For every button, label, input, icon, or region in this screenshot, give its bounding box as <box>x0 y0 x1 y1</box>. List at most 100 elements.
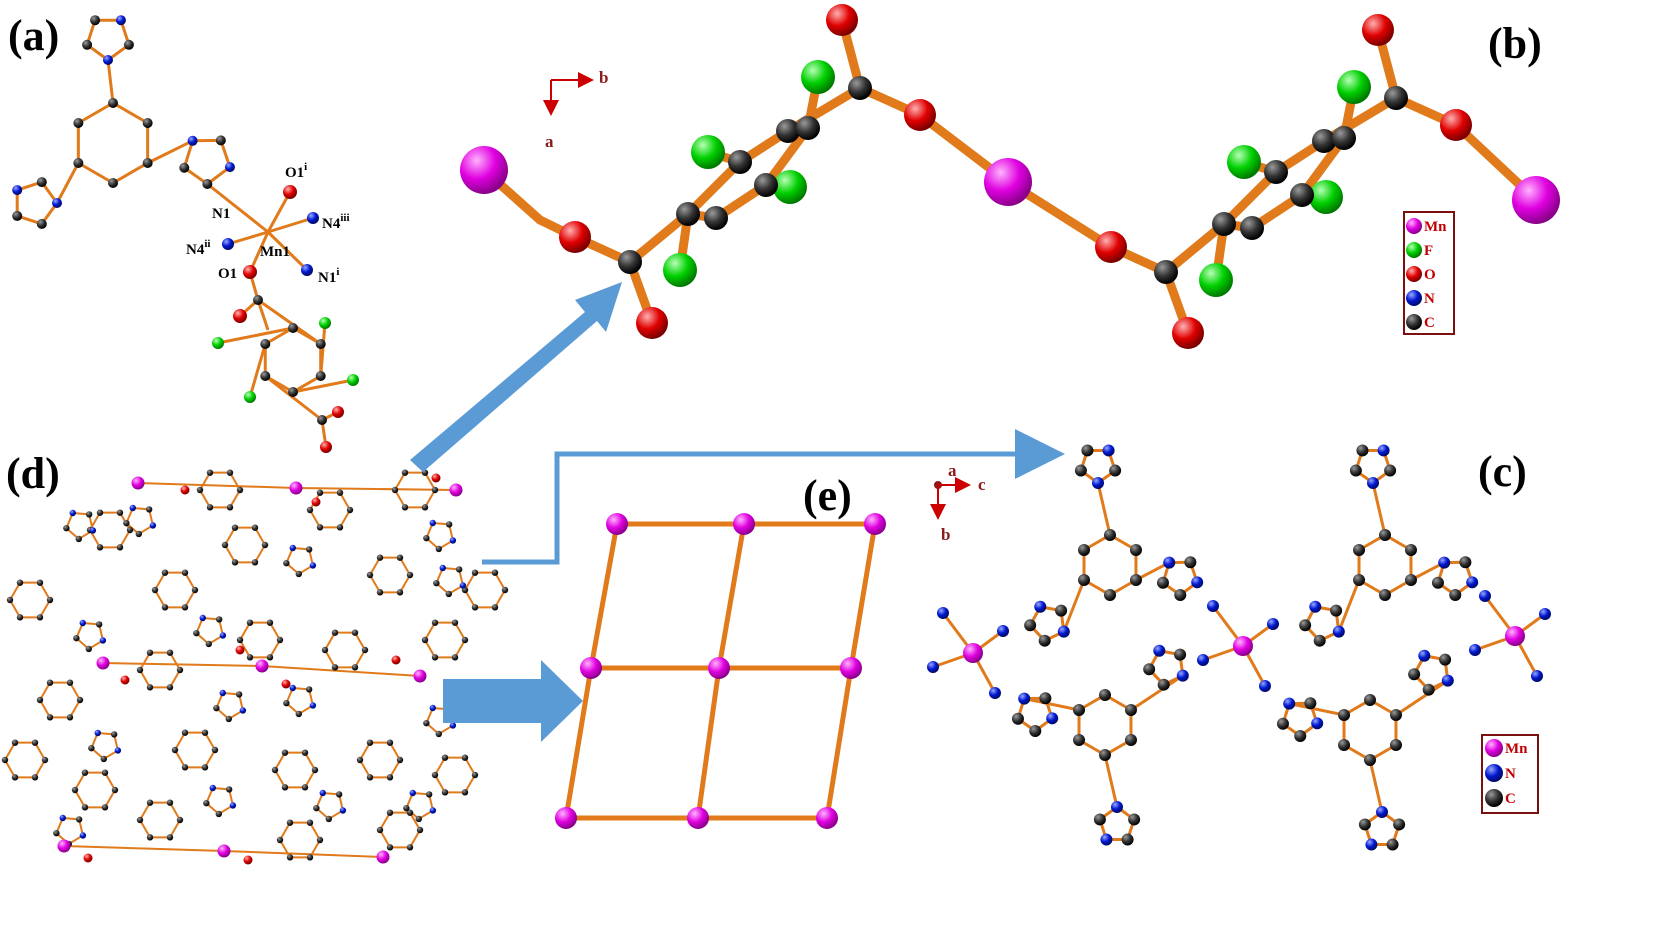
atom-c <box>1264 160 1288 184</box>
atom-c <box>1157 678 1170 691</box>
atom-n <box>114 747 122 754</box>
atom-c <box>1143 663 1156 676</box>
atom-c <box>386 844 394 851</box>
bond <box>34 759 46 778</box>
atom-c <box>406 571 414 579</box>
atom-f <box>244 391 256 403</box>
bond <box>324 632 336 651</box>
atom-o <box>235 645 245 655</box>
atom-c <box>246 619 254 626</box>
bond <box>683 157 745 219</box>
topology-node <box>816 807 838 829</box>
atom-c <box>796 116 820 140</box>
atom-n <box>1365 838 1378 851</box>
bond <box>154 589 166 608</box>
bond <box>69 682 81 701</box>
atom-o <box>180 485 190 495</box>
bond <box>224 544 236 563</box>
atom-c <box>1154 260 1178 284</box>
atom-c <box>1184 556 1197 569</box>
atom-c <box>166 649 174 656</box>
bond <box>227 230 269 246</box>
atom-c <box>1356 444 1369 457</box>
bond <box>182 663 263 667</box>
atom-c <box>116 509 124 516</box>
atom-n <box>115 15 126 26</box>
atom-c <box>12 210 23 221</box>
atom-n <box>289 544 296 552</box>
atom-c <box>305 546 313 553</box>
atom-o <box>233 309 247 323</box>
atom-c <box>81 769 89 776</box>
axis-label-b: b <box>599 68 608 87</box>
label-mn1: Mn1 <box>260 244 290 260</box>
atom-c <box>181 569 189 576</box>
atom-c <box>36 696 44 704</box>
atom-c <box>1312 129 1336 153</box>
bond <box>204 732 216 751</box>
bond <box>261 665 342 672</box>
atom-c <box>110 731 118 738</box>
bond <box>39 582 51 601</box>
atom-c <box>146 834 154 841</box>
bond <box>434 774 446 793</box>
bond <box>104 789 116 808</box>
atom-c <box>1212 212 1236 236</box>
atom-n <box>1100 833 1113 846</box>
atom-n <box>1283 697 1296 710</box>
atom-c <box>286 854 294 861</box>
atom-c <box>351 664 359 671</box>
atom-n <box>997 625 1009 637</box>
atom-c <box>336 489 344 496</box>
atom-c <box>416 826 424 834</box>
atom-c <box>171 746 179 754</box>
axis-label-c: c <box>978 475 986 494</box>
atom-c <box>288 323 298 333</box>
atom-c <box>215 135 226 146</box>
bond <box>309 509 321 528</box>
atom-c <box>1313 634 1326 647</box>
bond <box>464 589 476 608</box>
atom-c <box>276 836 284 844</box>
atom-c <box>231 559 239 566</box>
bond <box>295 487 377 490</box>
atom-c <box>251 559 259 566</box>
atom-c <box>1349 464 1362 477</box>
atom-c <box>1121 833 1134 846</box>
atom-mn <box>131 476 145 490</box>
atom-c <box>1299 619 1312 632</box>
atom-c <box>1073 704 1086 716</box>
atom-n4ii <box>222 238 234 250</box>
atom-c <box>704 206 728 230</box>
bond <box>239 639 251 658</box>
bond <box>199 472 211 491</box>
atom-c <box>145 506 153 513</box>
atom-c <box>1449 588 1462 601</box>
atom-c <box>336 524 344 531</box>
atom-c <box>36 218 47 229</box>
atom-c <box>226 504 234 511</box>
bond <box>625 209 693 267</box>
legend-b-label: F <box>1424 243 1433 259</box>
atom-n4iii <box>307 212 319 224</box>
panel-d-framework <box>1 469 509 865</box>
atom-n <box>1479 590 1491 602</box>
atom-c <box>46 679 54 686</box>
bond <box>324 649 336 668</box>
legend-b-label: Mn <box>1424 219 1447 235</box>
atom-n <box>1057 625 1070 638</box>
bond <box>1161 219 1229 277</box>
atom-c <box>461 636 469 644</box>
topology-node <box>606 513 628 535</box>
atom-c <box>260 339 271 349</box>
bond <box>257 298 322 346</box>
atom-c <box>136 666 144 674</box>
bond <box>266 230 309 272</box>
atom-c <box>306 854 314 861</box>
bond <box>74 772 86 791</box>
atom-c <box>31 774 39 781</box>
atom-c <box>6 596 14 604</box>
bond <box>139 802 151 821</box>
bond <box>1062 579 1086 633</box>
